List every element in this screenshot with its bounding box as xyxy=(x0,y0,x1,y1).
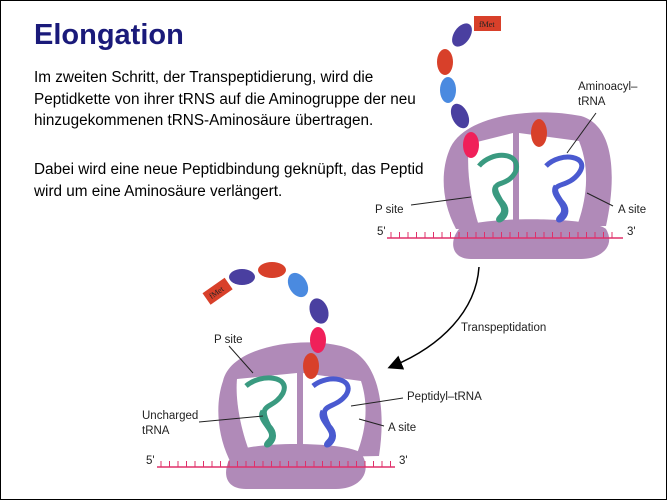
a-site-label: A site xyxy=(388,422,416,434)
five-prime-label: 5' xyxy=(377,226,386,238)
amino-acid-bead xyxy=(437,49,453,75)
incoming-amino-acid xyxy=(531,119,547,147)
amino-acid-bead xyxy=(258,262,286,278)
a-site-trna xyxy=(544,154,585,223)
fmet-box xyxy=(202,277,233,305)
p-site-trna xyxy=(477,152,519,223)
ribosome-before: 5' 3' fMet P site A site Aminoacyl–tRNA xyxy=(375,16,646,259)
peptidyl-trna-label: Peptidyl–tRNA xyxy=(407,391,482,403)
uncharged-trna xyxy=(244,375,287,448)
fmet-box xyxy=(474,16,501,31)
peptidyl-trna xyxy=(311,376,351,448)
amino-acid-bead xyxy=(463,132,479,158)
amino-acid-bead xyxy=(310,327,326,353)
amino-acid-bead xyxy=(440,77,456,103)
transpeptidation-arrow xyxy=(387,266,480,370)
three-prime-label: 3' xyxy=(627,226,636,238)
amino-acid-bead xyxy=(452,23,472,47)
transpeptidation-label: Transpeptidation xyxy=(461,322,546,334)
aminoacyl-trna-label: Aminoacyl–tRNA xyxy=(578,81,638,108)
amino-acid-bead xyxy=(450,103,470,129)
amino-acid-bead xyxy=(287,272,309,298)
three-prime-label: 3' xyxy=(399,455,408,467)
amino-acid-bead xyxy=(303,353,319,379)
five-prime-label: 5' xyxy=(146,455,155,467)
p-site-label: P site xyxy=(214,334,243,346)
p-site-label: P site xyxy=(375,204,404,216)
small-subunit xyxy=(453,219,610,259)
paragraph-peptide-bond: Dabei wird eine neue Peptidbindung geknü… xyxy=(34,161,424,200)
amino-acid-bead xyxy=(229,269,255,285)
slide-title: Elongation xyxy=(34,19,184,51)
fmet-label: fMet xyxy=(479,20,495,29)
a-site-label: A site xyxy=(618,204,646,216)
amino-acid-bead xyxy=(309,298,329,324)
paragraph-transpeptidation: Im zweiten Schritt, der Transpeptidierun… xyxy=(34,69,416,129)
a-site-pocket xyxy=(303,373,366,456)
